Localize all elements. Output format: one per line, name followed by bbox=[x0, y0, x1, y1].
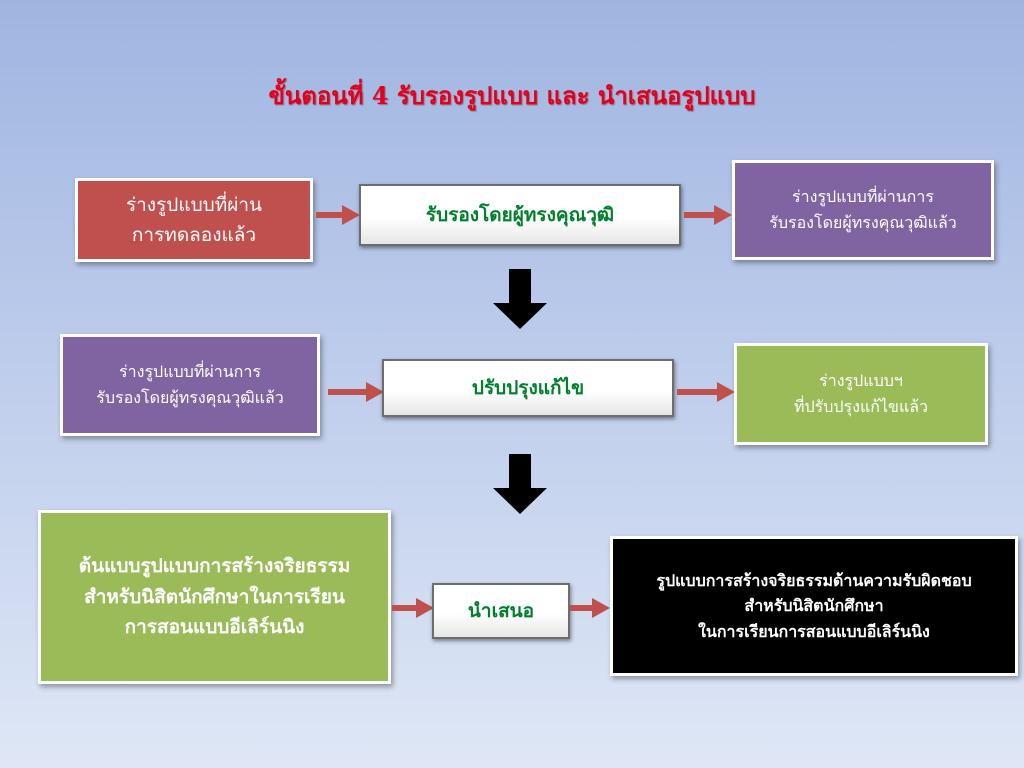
row1-input-box: ร่างรูปแบบที่ผ่าน การทดลองแล้ว bbox=[75, 178, 313, 262]
row2-arrow-right-2-icon bbox=[677, 382, 735, 402]
down-arrow-2-icon bbox=[493, 454, 547, 514]
page-title: ขั้นตอนที่ 4 รับรองรูปแบบ และ นำเสนอรูปแ… bbox=[268, 81, 756, 110]
row2-input-box: ร่างรูปแบบที่ผ่านการ รับรองโดยผู้ทรงคุณว… bbox=[60, 334, 320, 436]
row3-output-box: รูปแบบการสร้างจริยธรรมด้านความรับผิดชอบ … bbox=[610, 536, 1018, 676]
row1-action-text: รับรองโดยผู้ทรงคุณวุฒิ bbox=[425, 203, 615, 226]
row1-arrow-right-2-icon bbox=[684, 205, 732, 225]
row3-input-box: ต้นแบบรูปแบบการสร้างจริยธรรม สำหรับนิสิต… bbox=[38, 510, 391, 684]
row1-action-box: รับรองโดยผู้ทรงคุณวุฒิ bbox=[359, 184, 681, 246]
down-arrow-1-icon bbox=[493, 269, 547, 329]
row3-arrow-right-icon bbox=[392, 598, 434, 618]
row2-action-text: ปรับปรุงแก้ไข bbox=[471, 376, 585, 399]
row3-action-box: นำเสนอ bbox=[432, 583, 570, 639]
row3-input-text: ต้นแบบรูปแบบการสร้างจริยธรรม สำหรับนิสิต… bbox=[78, 555, 351, 639]
row1-output-box: ร่างรูปแบบที่ผ่านการ รับรองโดยผู้ทรงคุณว… bbox=[732, 160, 994, 260]
row2-output-box: ร่างรูปแบบฯ ที่ปรับปรุงแก้ไขแล้ว bbox=[734, 343, 988, 445]
row3-output-text: รูปแบบการสร้างจริยธรรมด้านความรับผิดชอบ … bbox=[656, 570, 972, 641]
row2-output-text: ร่างรูปแบบฯ ที่ปรับปรุงแก้ไขแล้ว bbox=[793, 371, 929, 416]
row2-action-box: ปรับปรุงแก้ไข bbox=[382, 359, 674, 417]
row3-arrow-right-2-icon bbox=[570, 598, 610, 618]
row3-action-text: นำเสนอ bbox=[467, 599, 535, 622]
row1-output-text: ร่างรูปแบบที่ผ่านการ รับรองโดยผู้ทรงคุณว… bbox=[769, 187, 957, 232]
row1-arrow-right-icon bbox=[316, 205, 360, 225]
row2-input-text: ร่างรูปแบบที่ผ่านการ รับรองโดยผู้ทรงคุณว… bbox=[96, 362, 284, 407]
row1-input-text: ร่างรูปแบบที่ผ่าน การทดลองแล้ว bbox=[125, 193, 263, 246]
row2-arrow-right-icon bbox=[328, 382, 384, 402]
